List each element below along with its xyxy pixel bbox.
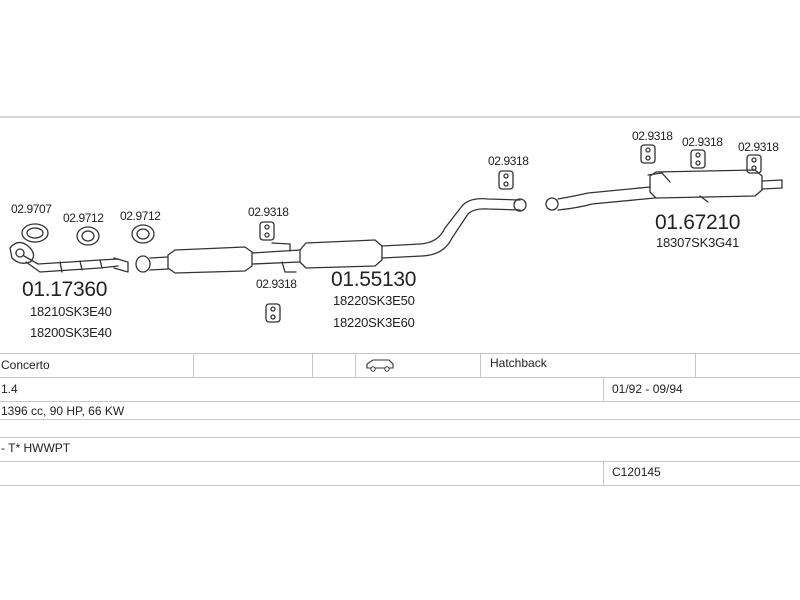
table-divider — [193, 353, 194, 377]
gasket-02-9707 — [21, 223, 49, 243]
hanger-02-9318-e — [690, 149, 706, 169]
car-hatchback-icon — [365, 358, 395, 375]
accessory-label-02-9712-b: 02.9712 — [120, 209, 161, 223]
oem-number-5: 18307SK3G41 — [656, 235, 740, 250]
accessory-label-02-9318-a: 02.9318 — [248, 205, 289, 219]
accessory-label-02-9707: 02.9707 — [11, 202, 52, 216]
part-number-01-55130: 01.55130 — [331, 268, 417, 291]
accessory-label-02-9318-f: 02.9318 — [738, 140, 779, 154]
table-divider — [312, 353, 313, 377]
table-line — [0, 461, 800, 462]
table-line — [0, 437, 800, 438]
part-number-01-67210: 01.67210 — [655, 211, 741, 234]
oem-number-2: 18200SK3E40 — [30, 325, 112, 340]
middle-pipe-part — [135, 198, 527, 274]
engine-specs: 1396 cc, 90 HP, 66 KW — [1, 404, 125, 418]
production-years: 01/92 - 09/94 — [612, 382, 683, 396]
hanger-02-9318-c — [498, 170, 514, 190]
accessory-label-02-9318-e: 02.9318 — [682, 135, 723, 149]
hanger-02-9318-b — [265, 303, 281, 323]
table-line — [0, 353, 800, 354]
rear-silencer-part — [545, 169, 783, 211]
table-divider — [355, 353, 356, 377]
hanger-02-9318-a — [259, 221, 275, 241]
accessory-label-02-9712-a: 02.9712 — [63, 211, 104, 225]
table-divider — [603, 377, 604, 401]
part-number-01-17360: 01.17360 — [22, 278, 108, 301]
vehicle-model: Concerto — [1, 358, 50, 372]
gasket-02-9712-a — [76, 226, 100, 246]
hanger-02-9318-f — [746, 154, 762, 174]
table-line — [0, 401, 800, 402]
table-line — [0, 485, 800, 486]
vehicle-info-table: Concerto Hatchback 1.4 01/92 - 09/94 139… — [0, 353, 800, 489]
table-divider — [480, 353, 481, 377]
exhaust-system-diagram — [0, 116, 800, 323]
oem-number-3: 18220SK3E50 — [333, 293, 415, 308]
front-pipe-part — [9, 241, 129, 273]
oem-number-1: 18210SK3E40 — [30, 304, 112, 319]
oem-number-4: 18220SK3E60 — [333, 315, 415, 330]
accessory-label-02-9318-b: 02.9318 — [256, 277, 297, 291]
gasket-02-9712-b — [131, 224, 155, 244]
body-type: Hatchback — [490, 356, 547, 370]
accessory-label-02-9318-c: 02.9318 — [488, 154, 529, 168]
engine-code: - T* HWWPT — [1, 441, 71, 455]
table-divider — [603, 461, 604, 485]
engine-size: 1.4 — [1, 382, 18, 396]
table-line — [0, 419, 800, 420]
table-divider — [695, 353, 696, 377]
accessory-label-02-9318-d: 02.9318 — [632, 129, 673, 143]
table-line — [0, 377, 800, 378]
catalog-number: C120145 — [612, 465, 661, 479]
hanger-02-9318-d — [640, 144, 656, 164]
